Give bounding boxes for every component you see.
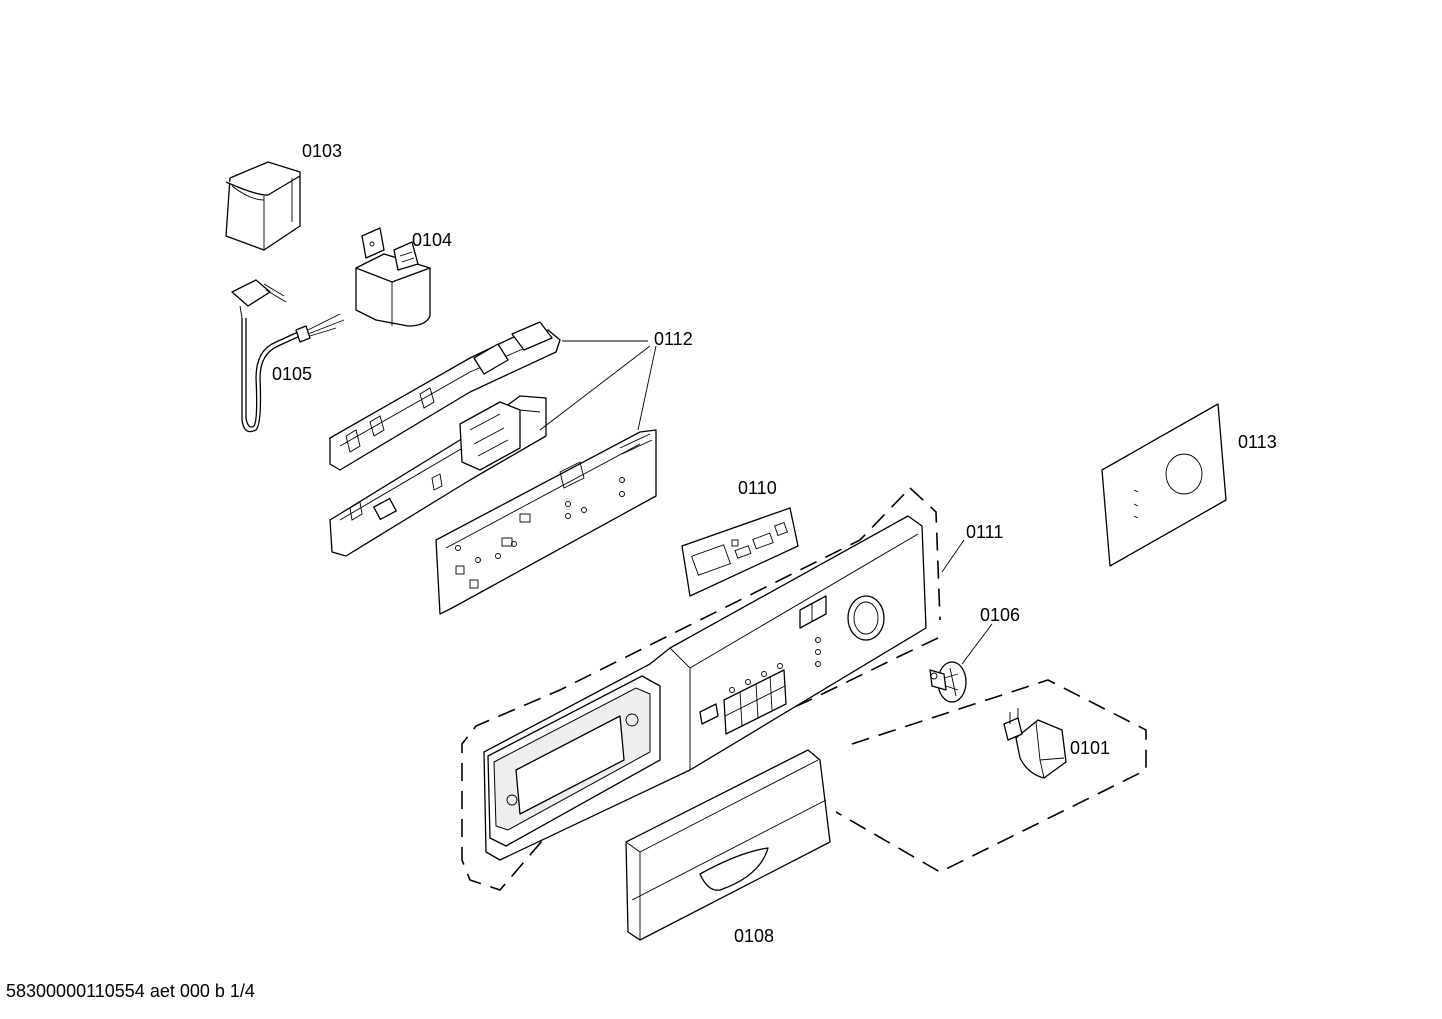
- part-0110-display-board: [681, 507, 799, 597]
- label-0105: 0105: [272, 364, 312, 384]
- label-0110: 0110: [738, 478, 777, 498]
- label-0106: 0106: [980, 605, 1020, 625]
- label-0111: 0111: [966, 522, 1003, 542]
- part-0103-cover: [225, 161, 301, 251]
- group-0101-dashed-outline: [835, 679, 1147, 873]
- label-0101: 0101: [1070, 738, 1110, 758]
- label-0113: 0113: [1238, 432, 1277, 452]
- leader-0106: [961, 623, 993, 665]
- leader-0112-c: [637, 345, 657, 431]
- part-0112-rail-lower: [329, 395, 547, 557]
- part-0104-filter: [355, 227, 431, 327]
- part-0106-knob-insert: [929, 661, 967, 703]
- label-0104: 0104: [412, 230, 452, 250]
- document-id: 58300000110554 aet 000 b 1/4: [6, 981, 255, 1001]
- leader-0112-b: [539, 345, 651, 431]
- part-0112-circuit-board: [435, 429, 657, 615]
- part-0101-programme-knob: [1003, 708, 1067, 779]
- part-0113-facia-foil: [1101, 403, 1227, 567]
- part-0105-mains-cable: [231, 279, 345, 433]
- part-0108-drawer-handle: [625, 749, 831, 941]
- leader-0111: [941, 539, 965, 573]
- part-0111-control-panel: [483, 515, 927, 861]
- label-0103: 0103: [302, 141, 342, 161]
- group-0111-dashed-outline: [461, 487, 941, 891]
- label-0112: 0112: [654, 329, 693, 349]
- part-0112-rail-upper: [329, 321, 561, 471]
- label-0108: 0108: [734, 926, 774, 946]
